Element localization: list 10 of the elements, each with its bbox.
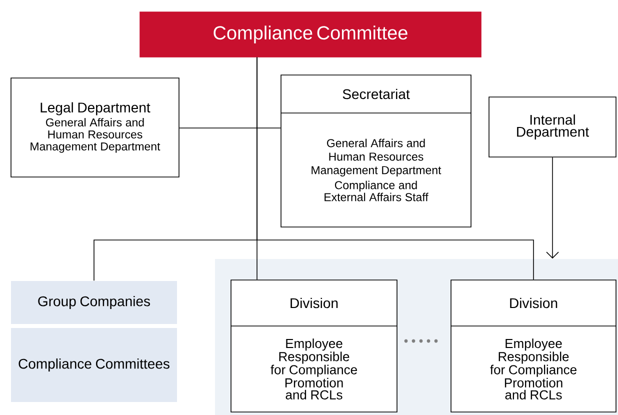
- org-box: Legal Department General Affairs and Human Resources Management Department: [10, 78, 180, 178]
- org-box: Secretariat General Affairs and Human Resources Management Department Compliance and External Affairs Staff: [280, 74, 472, 228]
- group-box: Compliance Committees: [11, 328, 177, 402]
- committee-box: Compliance Committee: [140, 12, 482, 58]
- org-box: Division Employee Responsible for Compliance Promotion and RCLs: [230, 280, 398, 412]
- connector-line: [256, 57, 534, 280]
- org-box: Division Employee Responsible for Compliance Promotion and RCLs: [450, 280, 616, 412]
- arrow: [546, 157, 559, 259]
- org-box: Internal Department: [488, 96, 616, 158]
- group-box: Group Companies: [11, 281, 177, 324]
